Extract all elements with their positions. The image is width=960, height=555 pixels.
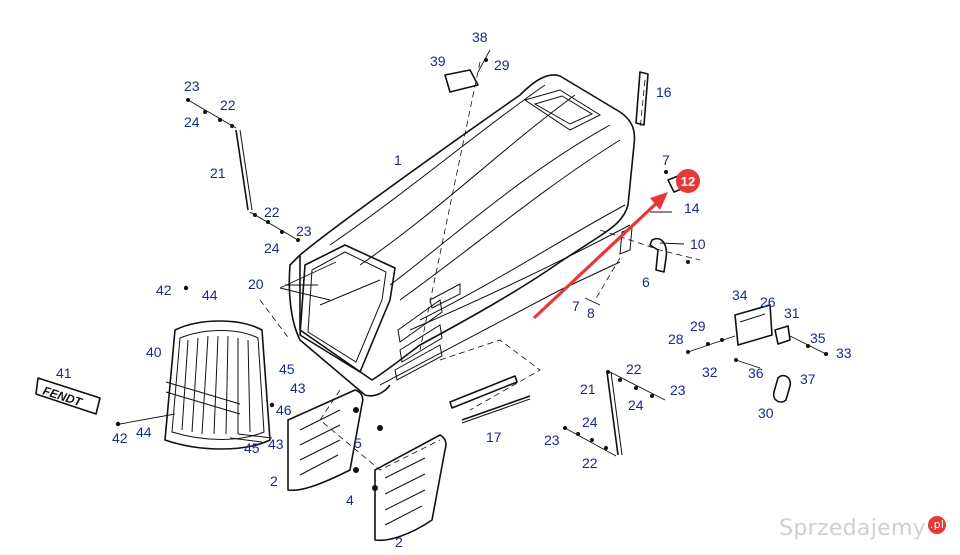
part-label: 21 xyxy=(580,381,596,397)
part-label: 24 xyxy=(628,397,644,413)
part-label: 43 xyxy=(268,436,284,452)
bracket-part-39 xyxy=(444,49,491,93)
part-label: 32 xyxy=(702,364,718,380)
part-label: 22 xyxy=(626,361,642,377)
part-label: 30 xyxy=(758,405,774,421)
gas-strut-upper xyxy=(186,98,300,242)
part-label: 45 xyxy=(279,361,295,377)
part-label: 8 xyxy=(587,305,595,321)
part-label: 10 xyxy=(690,236,706,252)
part-label: 23 xyxy=(184,78,200,94)
hood-part xyxy=(288,74,636,397)
part-label: 35 xyxy=(810,330,826,346)
part-label: 23 xyxy=(670,382,686,398)
part-label: 2 xyxy=(395,534,403,550)
part-label: 16 xyxy=(656,84,672,100)
assembly-guides xyxy=(259,61,701,471)
watermark-suffix: .pl xyxy=(928,516,946,534)
strip-part-17 xyxy=(449,375,531,424)
highlight-marker-12: 12 xyxy=(676,169,700,193)
part-label: 17 xyxy=(486,429,502,445)
part-label: 14 xyxy=(684,200,700,216)
part-label: 22 xyxy=(264,204,280,220)
part-label: 4 xyxy=(346,492,354,508)
fendt-logo-text: FENDT xyxy=(41,384,85,410)
watermark-text: Sprzedajemy xyxy=(779,516,926,541)
part-label: 43 xyxy=(290,380,306,396)
part-label: 23 xyxy=(544,432,560,448)
part-label: 7 xyxy=(662,152,670,168)
part-label: 37 xyxy=(800,371,816,387)
part-label: 29 xyxy=(690,318,706,334)
part-label: 26 xyxy=(760,294,776,310)
part-label: 24 xyxy=(264,240,280,256)
part-label: 20 xyxy=(248,276,264,292)
bracket-assembly-right xyxy=(686,304,828,403)
part-label: 2 xyxy=(270,473,278,489)
part-label: 24 xyxy=(582,414,598,430)
part-label: 44 xyxy=(202,287,218,303)
part-label: 44 xyxy=(136,424,152,440)
strip-part-16 xyxy=(635,71,649,126)
part-label: 7 xyxy=(572,298,580,314)
part-label: 28 xyxy=(668,331,684,347)
part-label: 6 xyxy=(642,274,650,290)
front-grille xyxy=(115,285,275,450)
part-label: 42 xyxy=(156,282,172,298)
part-number-labels: 38 39 29 16 23 22 24 1 21 7 14 10 22 23 … xyxy=(56,29,852,550)
leader-lines xyxy=(237,211,685,439)
part-label: 23 xyxy=(296,223,312,239)
part-label: 40 xyxy=(146,344,162,360)
part-label: 34 xyxy=(732,287,748,303)
part-label: 21 xyxy=(210,165,226,181)
marker-label: 12 xyxy=(681,174,695,189)
part-label: 38 xyxy=(472,29,488,45)
part-label: 22 xyxy=(582,455,598,471)
part-label: 46 xyxy=(276,402,292,418)
part-label: 41 xyxy=(56,365,72,381)
part-label: 31 xyxy=(784,305,800,321)
gas-strut-lower xyxy=(563,370,666,457)
watermark: Sprzedajemy.pl xyxy=(779,516,946,541)
side-panel-lower xyxy=(372,425,447,542)
part-label: 29 xyxy=(494,57,510,73)
part-label: 22 xyxy=(220,97,236,113)
part-label: 33 xyxy=(836,345,852,361)
red-arrow xyxy=(532,192,668,320)
side-panel-upper xyxy=(287,389,364,492)
part-label: 39 xyxy=(430,53,446,69)
part-label: 5 xyxy=(354,435,362,451)
part-label: 45 xyxy=(244,440,260,456)
part-label: 42 xyxy=(112,430,128,446)
part-label: 36 xyxy=(748,365,764,381)
part-label: 24 xyxy=(184,114,200,130)
fendt-logo: FENDT xyxy=(35,377,101,415)
part-label: 1 xyxy=(394,152,402,168)
